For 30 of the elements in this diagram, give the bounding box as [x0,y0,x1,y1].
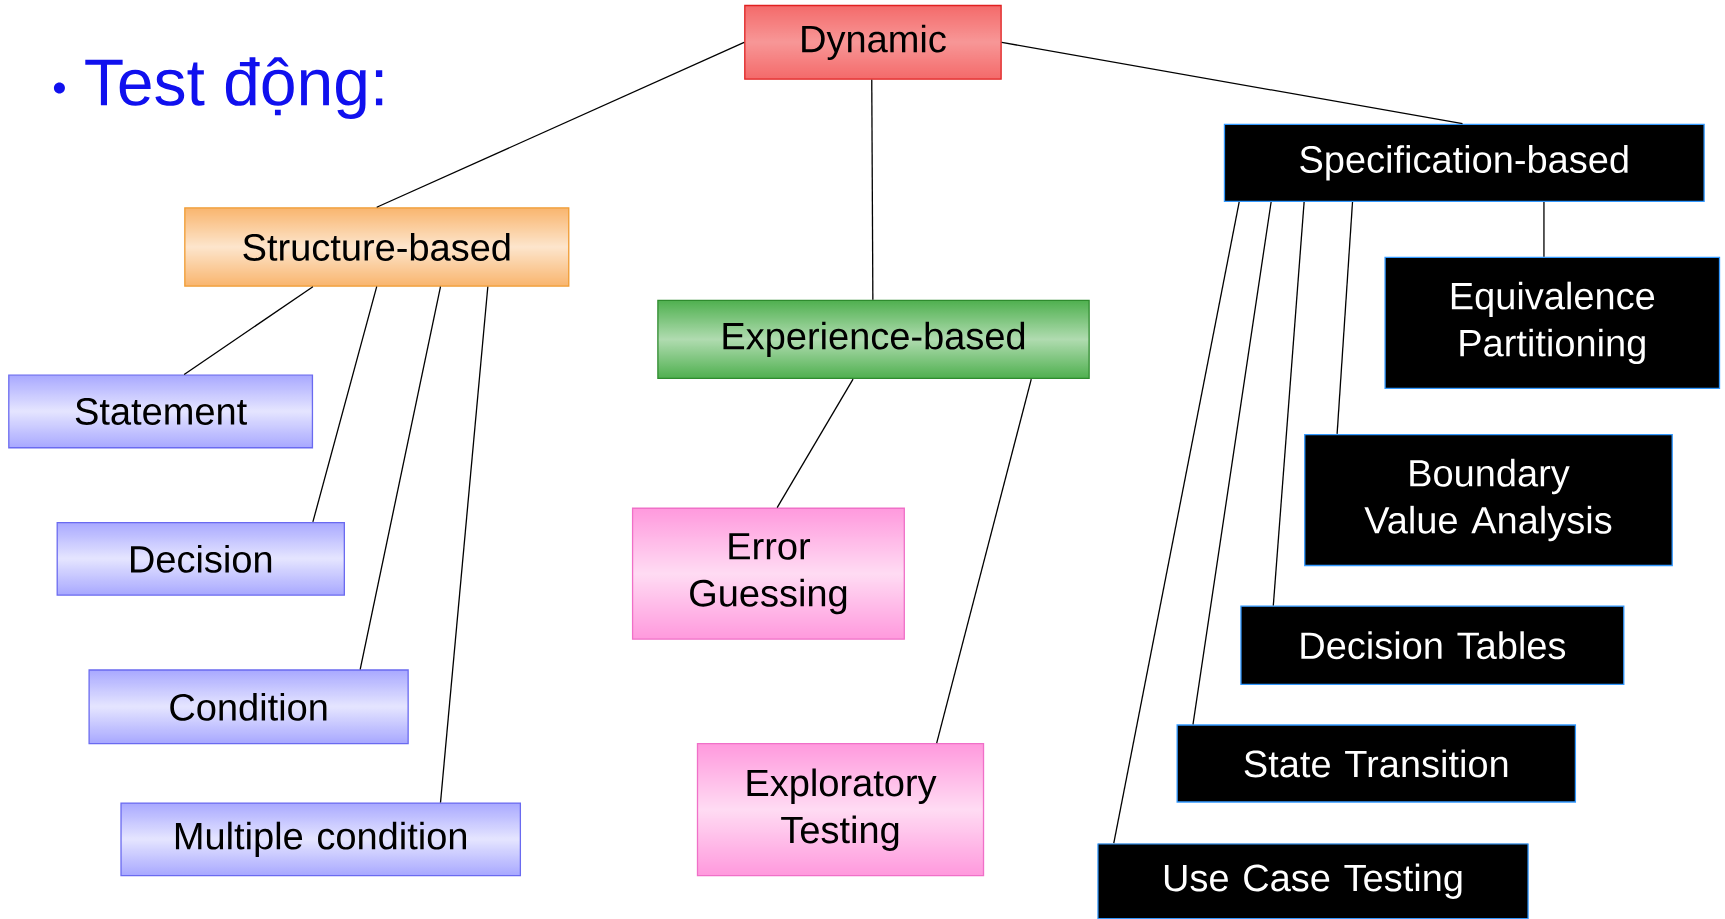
connector-line [1001,41,1464,125]
category-box: Experience-based [657,299,1090,380]
technique-box: Condition [88,669,409,745]
category-box: Structure-based [184,207,570,287]
connector-line [439,286,489,804]
connector-line [183,286,314,376]
technique-box: Decision [56,521,345,596]
technique-box: Exploratory Testing [696,743,985,877]
technique-box: Statement [8,374,314,449]
technique-box: Decision Tables [1240,605,1625,685]
connector-line [359,286,442,670]
connector-line [1113,201,1240,844]
technique-box: Use Case Testing [1097,843,1529,919]
category-box: Specification-based [1223,123,1705,202]
category-box: Dynamic [744,4,1002,80]
connector-line [871,79,874,301]
title: Test động: [85,57,383,119]
technique-box: Error Guessing [631,507,905,640]
technique-box: Boundary Value Analysis [1304,433,1673,567]
connector-line [1336,201,1354,435]
technique-box: Multiple condition [120,802,521,877]
connector-line [936,378,1032,744]
connector-line [376,41,745,208]
technique-box: State Transition [1176,724,1577,803]
connector-line [776,378,854,509]
connector-line [1272,201,1305,607]
connector-line [312,286,378,523]
connector-line [1543,201,1545,258]
connector-line [1192,201,1272,725]
technique-box: Equivalence Partitioning [1384,256,1721,389]
